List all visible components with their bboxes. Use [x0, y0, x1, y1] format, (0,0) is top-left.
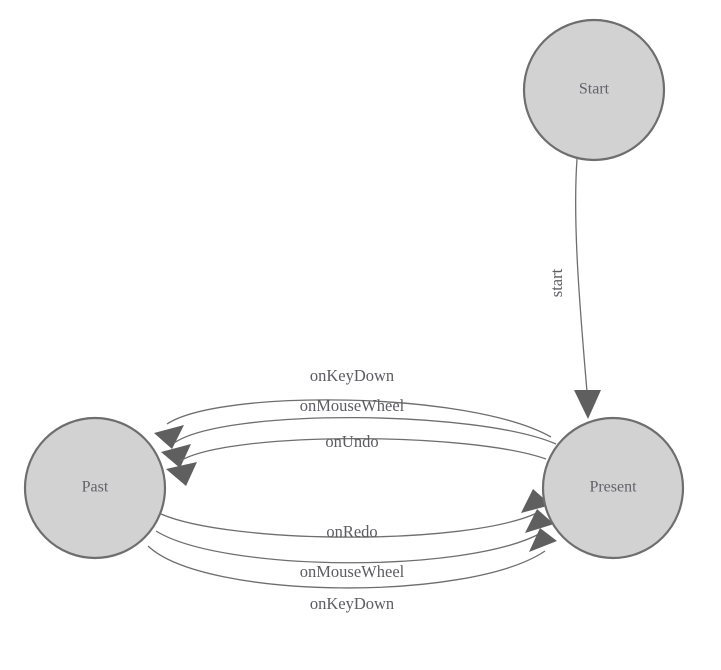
- edge-past-to-present-onkeydown[interactable]: onKeyDown: [147, 528, 557, 613]
- edge-present-to-past-onkeydown-arrowhead: [154, 425, 184, 449]
- edge-start-to-present-arrowhead: [574, 390, 601, 419]
- edge-present-to-past-onmousewheel[interactable]: onMouseWheel: [161, 396, 557, 468]
- edge-past-to-present-onmousewheel-label: onMouseWheel: [300, 562, 405, 581]
- edge-present-to-past-onkeydown-path: [166, 399, 552, 438]
- edge-present-to-past-onundo[interactable]: onUndo: [166, 432, 547, 486]
- node-start[interactable]: Start: [522, 18, 666, 162]
- edge-present-to-past-onundo-arrowhead: [166, 462, 197, 486]
- edge-past-to-present-onmousewheel[interactable]: onMouseWheel: [155, 509, 554, 581]
- node-past-circle: [23, 416, 167, 560]
- node-start-label: Start: [579, 81, 610, 98]
- edge-past-to-present-onkeydown-arrowhead: [529, 528, 557, 552]
- edge-past-to-present-onmousewheel-arrowhead: [525, 509, 554, 533]
- edge-start-to-present[interactable]: start: [547, 158, 601, 419]
- edge-start-to-present-label: start: [547, 268, 566, 297]
- edge-past-to-present-onkeydown-label: onKeyDown: [310, 594, 394, 613]
- edge-past-to-present-onmousewheel-path: [155, 530, 542, 564]
- edge-present-to-past-onundo-path: [179, 437, 547, 462]
- edge-past-to-present-onkeydown-path: [147, 545, 546, 589]
- node-past[interactable]: Past: [23, 416, 167, 560]
- edge-past-to-present-onredo[interactable]: onRedo: [160, 489, 551, 541]
- node-present[interactable]: Present: [541, 416, 685, 560]
- edge-present-to-past-onmousewheel-label: onMouseWheel: [300, 396, 405, 415]
- edge-present-to-past-onkeydown-label: onKeyDown: [310, 366, 394, 385]
- edge-present-to-past-onmousewheel-path: [173, 416, 557, 445]
- edge-start-to-present-path: [574, 158, 589, 405]
- edge-present-to-past-onundo-label: onUndo: [325, 432, 378, 451]
- node-present-label: Present: [589, 479, 637, 496]
- edge-present-to-past-onmousewheel-arrowhead: [161, 444, 191, 468]
- edge-past-to-present-onredo-arrowhead: [521, 489, 551, 513]
- node-start-circle: [522, 18, 666, 162]
- node-present-circle: [541, 416, 685, 560]
- node-past-label: Past: [82, 479, 109, 496]
- edge-past-to-present-onredo-label: onRedo: [326, 522, 377, 541]
- edge-past-to-present-onredo-path: [160, 512, 538, 538]
- edge-present-to-past-onkeydown[interactable]: onKeyDown: [154, 366, 552, 449]
